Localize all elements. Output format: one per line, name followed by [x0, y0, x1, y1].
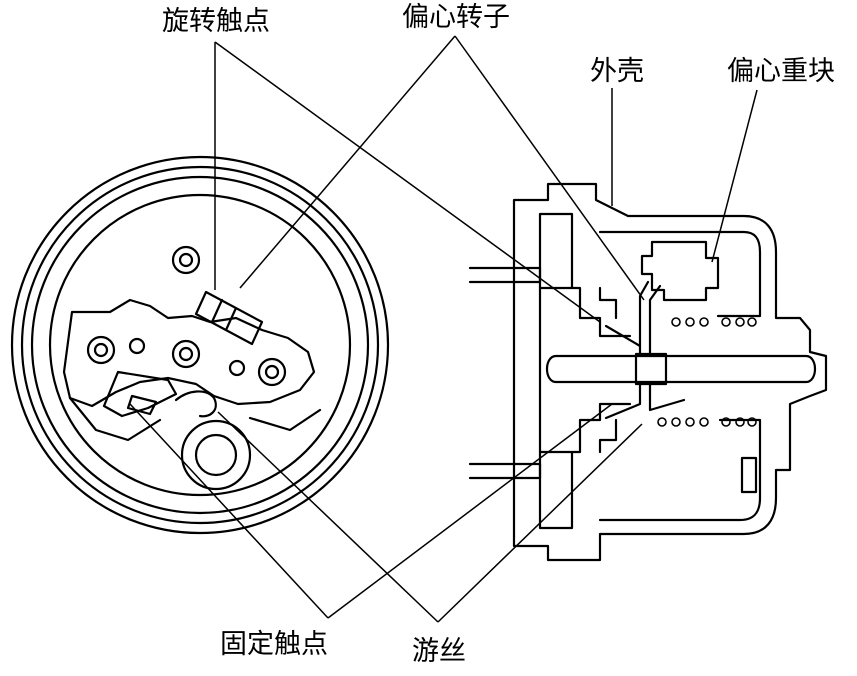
terminal-pin-top	[468, 266, 542, 284]
top-hole	[171, 245, 201, 275]
housing-inner-wall	[538, 212, 762, 530]
rotor-hub	[634, 352, 668, 386]
label-eccentric-weight: 偏心重块	[727, 56, 835, 87]
rotating-contact-block	[194, 290, 264, 346]
rotor-arm-lower	[604, 382, 686, 420]
label-fixed-contact: 固定触点	[220, 629, 328, 660]
terminal-pin-bottom	[468, 462, 542, 480]
fixed-contact-bracket	[102, 370, 178, 418]
section-view	[468, 182, 828, 562]
housing-outline	[512, 182, 828, 562]
label-hairspring: 游丝	[412, 636, 466, 667]
mount-hole-left-inner	[93, 342, 109, 358]
leader-lines	[129, 35, 758, 623]
mount-hole-right-inner	[264, 364, 280, 380]
outer-ring-2	[20, 165, 380, 525]
small-hole-2	[228, 359, 246, 377]
mount-hole-left	[86, 335, 116, 365]
pivot-hole-inner	[178, 346, 194, 362]
hairspring-arc	[174, 390, 217, 418]
eccentric-weight-block	[640, 240, 720, 302]
outer-ring-3	[30, 175, 370, 515]
front-view	[10, 155, 390, 535]
label-rotating-contact: 旋转触点	[162, 6, 270, 37]
spring-coils-upper	[671, 317, 757, 327]
eccentric-weight-hub	[194, 433, 238, 477]
inner-ring	[48, 193, 352, 497]
top-hole-inner	[178, 252, 194, 268]
small-hole-1	[128, 337, 146, 355]
label-housing: 外壳	[590, 56, 644, 87]
label-eccentric-rotor: 偏心转子	[402, 2, 510, 33]
internal-block-bottom	[538, 402, 632, 508]
spring-coils-lower	[657, 417, 757, 427]
lower-plate-edge	[68, 396, 322, 442]
mount-hole-right	[257, 357, 287, 387]
internal-block-top	[538, 234, 632, 338]
outer-ring-1	[10, 155, 390, 535]
eccentric-weight-disc	[180, 419, 252, 491]
base-plate	[62, 298, 316, 408]
rotor-arm-upper	[604, 280, 662, 356]
rotor-shaft	[545, 354, 817, 384]
pivot-hole	[171, 339, 201, 369]
housing-slot	[740, 456, 758, 494]
